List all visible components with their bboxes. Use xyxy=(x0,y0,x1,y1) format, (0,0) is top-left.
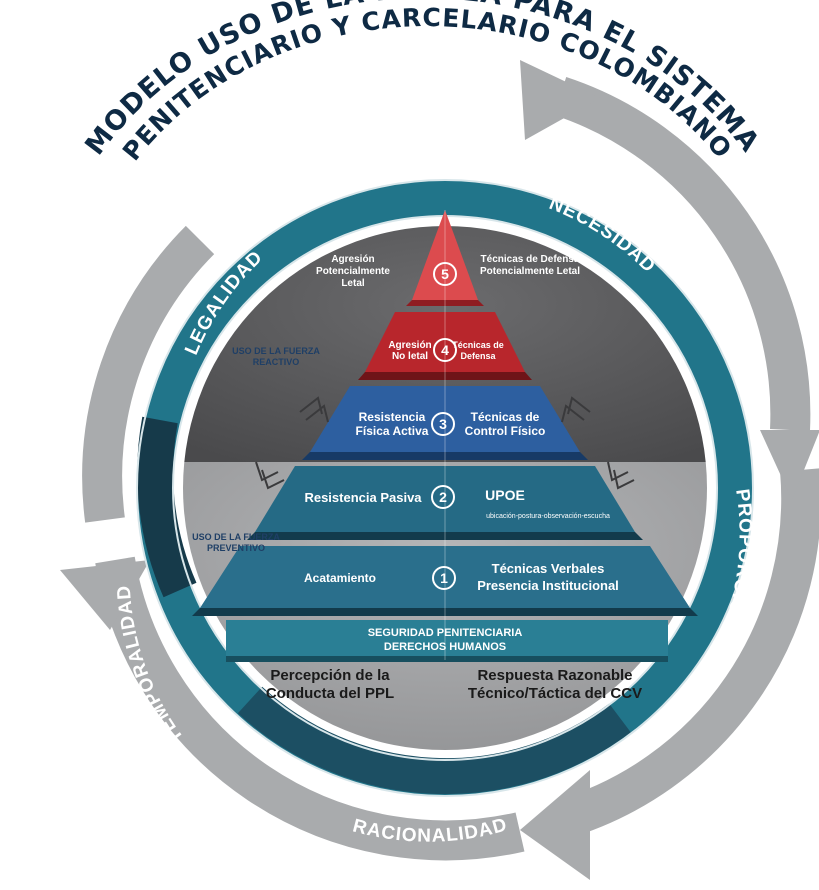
arrow-head-bottom xyxy=(520,770,590,880)
cycle-arrows xyxy=(82,77,819,861)
preventive-label-line1: USO DE LA FUERZA xyxy=(192,532,280,542)
level-3-left-line2: Física Activa xyxy=(356,424,429,438)
chevron-up-right-icon xyxy=(561,396,591,423)
principles-ring xyxy=(136,179,754,797)
ring-dark-segment-bottom xyxy=(237,686,631,795)
level-4-right-line2: Defensa xyxy=(460,351,496,361)
level-5-left-line2: Potencialmente xyxy=(316,266,390,277)
cycle-arrow-left xyxy=(82,225,215,523)
level-2-badge xyxy=(431,485,455,509)
base-line2: DERECHOS HUMANOS xyxy=(384,641,506,653)
arrow-head-top xyxy=(520,60,600,140)
perception-line1: Percepción de la xyxy=(270,667,390,684)
cycle-arrow-top xyxy=(553,77,811,431)
chevron-down-right-icon xyxy=(607,461,635,490)
cycle-arrow-bottom xyxy=(95,556,525,861)
level-5-right-line2: Potencialmente Letal xyxy=(480,266,580,277)
level-1-right-line2: Presencia Institucional xyxy=(477,578,619,593)
level-1-badge xyxy=(432,566,456,590)
level-3-tier xyxy=(310,386,580,452)
chevron-down-left-icon xyxy=(255,461,285,490)
cycle-arrow-heads xyxy=(60,60,819,880)
level-2-left: Resistencia Pasiva xyxy=(304,490,422,505)
arrow-head-left xyxy=(60,560,150,630)
cycle-arrow-right xyxy=(554,468,819,840)
level-1-tier xyxy=(200,546,690,608)
chevron-up-left-icon xyxy=(299,396,329,423)
direction-chevrons xyxy=(255,396,635,490)
level-3-badge xyxy=(431,412,455,436)
level-5-tier xyxy=(412,210,478,300)
arrow-head-right xyxy=(760,430,819,500)
ring-dark-segment-left xyxy=(137,416,197,598)
reactive-label-line1: USO DE LA FUERZA xyxy=(232,346,320,356)
level-3-right-line2: Control Físico xyxy=(465,424,546,438)
level-5-right-line1: Técnicas de Defensa xyxy=(481,254,580,265)
level-3-left-line1: Resistencia xyxy=(359,410,426,424)
preventive-label-line2: PREVENTIVO xyxy=(207,543,265,553)
level-5-number: 5 xyxy=(441,266,449,282)
level-5-badge xyxy=(433,262,457,286)
level-5-left-line3: Letal xyxy=(341,278,365,289)
response-line2: Técnico/Táctica del CCV xyxy=(468,685,642,702)
level-4-badge xyxy=(433,338,457,362)
level-4-left-line1: Agresión xyxy=(388,340,431,351)
level-4-number: 4 xyxy=(441,342,449,358)
side-labels: USO DE LA FUERZA REACTIVO USO DE LA FUER… xyxy=(192,346,320,553)
level-1-number: 1 xyxy=(440,570,448,586)
level-4-right-line1: Técnicas de xyxy=(452,340,504,350)
pyramid-base xyxy=(226,620,668,660)
perception-line2: Conducta del PPL xyxy=(266,685,394,702)
level-2-number: 2 xyxy=(439,489,447,505)
force-pyramid xyxy=(192,210,698,662)
level-1-right-line1: Técnicas Verbales xyxy=(492,561,605,576)
level-2-right-line2: ubicación-postura-observación-escucha xyxy=(486,513,610,520)
base-line1: SEGURIDAD PENITENCIARIA xyxy=(368,627,523,639)
response-line1: Respuesta Razonable xyxy=(477,667,632,684)
level-texts: Agresión Potencialmente Letal Técnicas d… xyxy=(304,254,619,653)
level-badges: 5 4 3 2 1 xyxy=(431,262,457,590)
level-3-right-line1: Técnicas de xyxy=(471,410,540,424)
level-3-number: 3 xyxy=(439,416,447,432)
level-5-left-line1: Agresión xyxy=(331,254,374,265)
level-2-tier xyxy=(255,466,635,532)
reactive-label-line2: REACTIVO xyxy=(253,357,300,367)
level-2-right-line1: UPOE xyxy=(485,487,525,503)
level-1-left: Acatamiento xyxy=(304,571,376,585)
level-4-tier xyxy=(365,312,525,372)
bottom-labels: Percepción de la Conducta del PPL Respue… xyxy=(266,667,642,702)
level-4-left-line2: No letal xyxy=(392,351,428,362)
